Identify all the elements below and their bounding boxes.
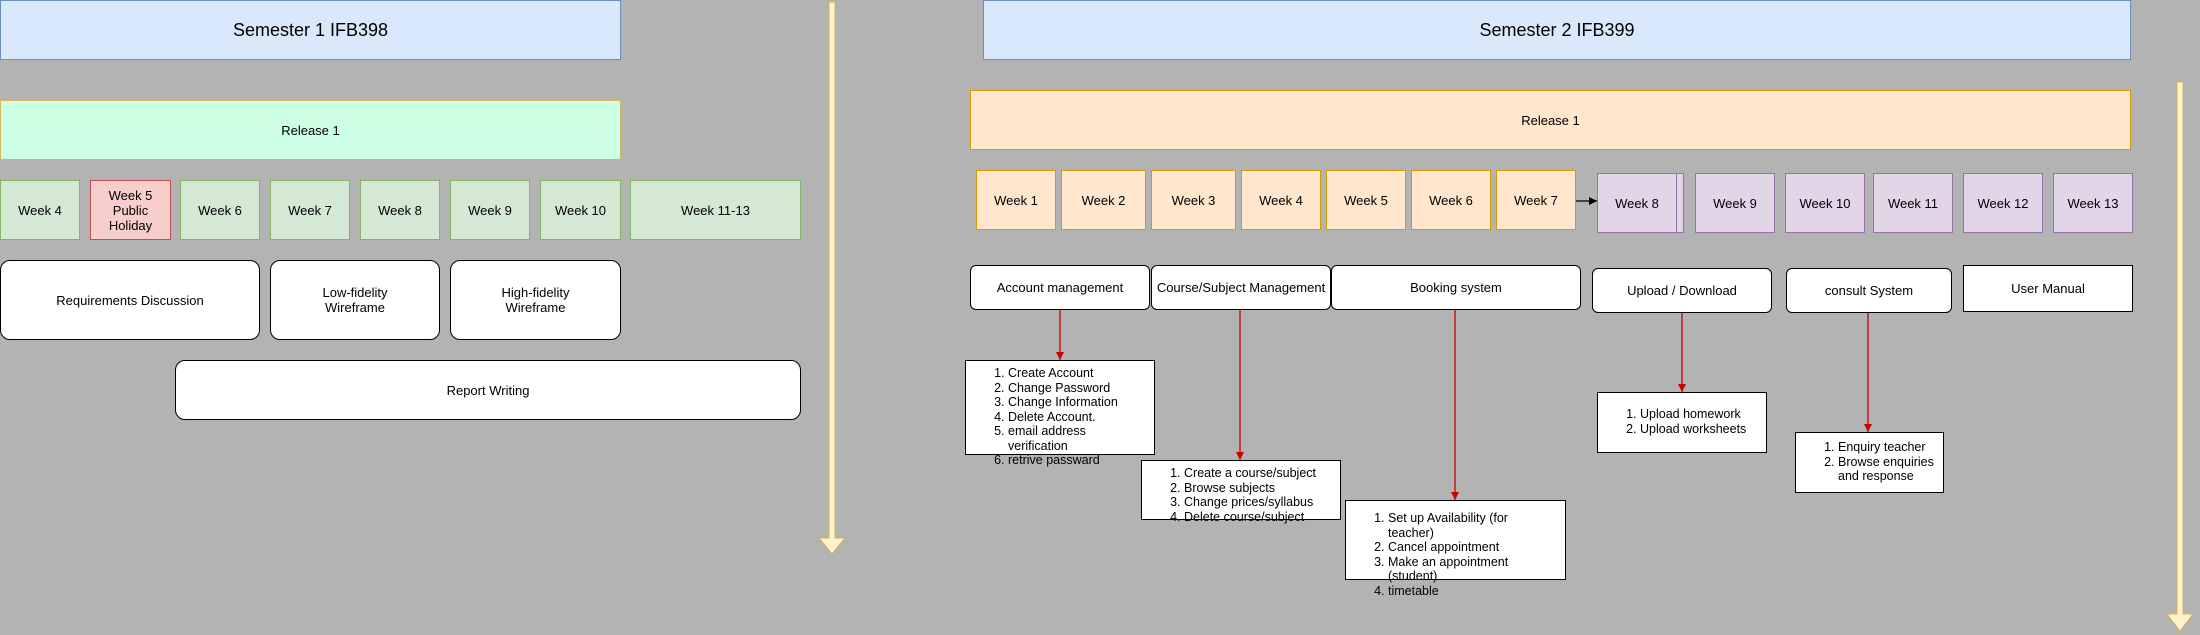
- s1-week-4: Week 4: [0, 180, 80, 240]
- course-management-list: Create a course/subject Browse subjects …: [1141, 460, 1341, 524]
- booking-system-list: Set up Availability (for teacher) Cancel…: [1345, 500, 1566, 598]
- list-item: email address verification: [1008, 424, 1146, 453]
- s2-week-1: Week 1: [976, 170, 1056, 230]
- list-item: Cancel appointment: [1388, 540, 1557, 555]
- s1-week-5-public-holiday: Week 5 Public Holiday: [90, 180, 171, 240]
- list-item: Upload worksheets: [1640, 422, 1758, 437]
- timeline-arrow-semester-1: [817, 1, 847, 555]
- semester-1-release: Release 1: [0, 100, 621, 160]
- s1-week-11-13: Week 11-13: [630, 180, 801, 240]
- list-item: Create Account: [1008, 366, 1146, 381]
- task-requirements-discussion: Requirements Discussion: [0, 260, 260, 340]
- task-report-writing: Report Writing: [175, 360, 801, 420]
- list-item: timetable: [1388, 584, 1557, 599]
- list-item: Change Information: [1008, 395, 1146, 410]
- list-item: retrive passward: [1008, 453, 1146, 468]
- feature-user-manual: User Manual: [1963, 265, 2133, 312]
- semester-1-header: Semester 1 IFB398: [0, 0, 621, 60]
- s2-week-4: Week 4: [1241, 170, 1321, 230]
- list-item: Browse subjects: [1184, 481, 1332, 496]
- list-item: Make an appointment (student): [1388, 555, 1557, 584]
- s2-week-3: Week 3: [1151, 170, 1236, 230]
- feature-consult-system: consult System: [1786, 268, 1952, 313]
- s1-week-7: Week 7: [270, 180, 350, 240]
- feature-upload-download: Upload / Download: [1592, 268, 1772, 313]
- list-item: Create a course/subject: [1184, 466, 1332, 481]
- s1-week-8: Week 8: [360, 180, 440, 240]
- list-item: Enquiry teacher: [1838, 440, 1935, 455]
- s2-week-12: Week 12: [1963, 173, 2043, 233]
- list-item: Change Password: [1008, 381, 1146, 396]
- s2-week-7: Week 7: [1496, 170, 1576, 230]
- s2-week-5: Week 5: [1326, 170, 1406, 230]
- feature-account-management: Account management: [970, 265, 1150, 310]
- upload-download-list: Upload homework Upload worksheets: [1597, 392, 1767, 453]
- list-item: Upload homework: [1640, 407, 1758, 422]
- list-item: Delete Account.: [1008, 410, 1146, 425]
- list-item: Delete course/subject: [1184, 510, 1332, 525]
- account-management-list: Create Account Change Password Change In…: [965, 360, 1155, 467]
- s1-week-9: Week 9: [450, 180, 530, 240]
- list-item: Change prices/syllabus: [1184, 495, 1332, 510]
- s2-week-9: Week 9: [1695, 173, 1775, 233]
- timeline-arrow-semester-2: [2165, 81, 2195, 632]
- semester-2-header: Semester 2 IFB399: [983, 0, 2131, 60]
- feature-course-subject-management: Course/Subject Management: [1151, 265, 1331, 310]
- list-item: Browse enquiries and response: [1838, 455, 1935, 484]
- s2-week-13: Week 13: [2053, 173, 2133, 233]
- s2-week-6: Week 6: [1411, 170, 1491, 230]
- feature-booking-system: Booking system: [1331, 265, 1581, 310]
- task-high-fidelity-wireframe: High-fidelity Wireframe: [450, 260, 621, 340]
- list-item: Set up Availability (for teacher): [1388, 511, 1557, 540]
- s2-week-2: Week 2: [1061, 170, 1146, 230]
- consult-system-list: Enquiry teacher Browse enquiries and res…: [1795, 432, 1944, 493]
- s2-week-10: Week 10: [1785, 173, 1865, 233]
- s2-week-11: Week 11: [1873, 173, 1953, 233]
- semester-2-release: Release 1: [970, 90, 2131, 150]
- s2-week-8: Week 8: [1597, 173, 1677, 233]
- s1-week-10: Week 10: [540, 180, 621, 240]
- s1-week-6: Week 6: [180, 180, 260, 240]
- task-low-fidelity-wireframe: Low-fidelity Wireframe: [270, 260, 440, 340]
